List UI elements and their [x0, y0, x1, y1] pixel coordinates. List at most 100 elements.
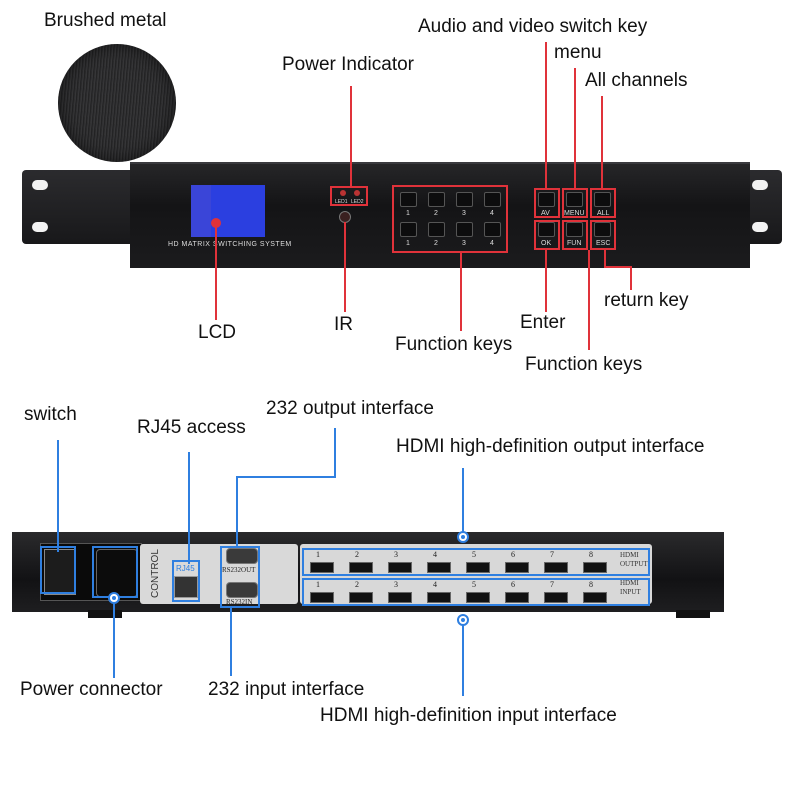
- input-232-label: 232 input interface: [208, 679, 365, 700]
- function-key-7[interactable]: [456, 222, 473, 237]
- fun-callout-line: [588, 250, 590, 350]
- hdmi-output-port-label: 6: [511, 550, 515, 559]
- hdmi-input-port[interactable]: [310, 592, 334, 603]
- hdmi-input-port-label: 6: [511, 580, 515, 589]
- key-label-7: 3: [462, 240, 466, 247]
- power-indicator-label: Power Indicator: [282, 54, 415, 75]
- key-label-6: 2: [434, 240, 438, 247]
- hdmi-input-label: HDMI high-definition input interface: [320, 705, 617, 726]
- hdmi-input-port[interactable]: [505, 592, 529, 603]
- hdmi-output-port[interactable]: [388, 562, 412, 573]
- hdmi-input-port[interactable]: [466, 592, 490, 603]
- function-key-5[interactable]: [400, 222, 417, 237]
- av-key-label: AV: [541, 210, 550, 217]
- hdmi-input-port-label: 4: [433, 580, 437, 589]
- ir-label: IR: [334, 314, 353, 335]
- key-label-4: 4: [490, 210, 494, 217]
- hdmi-input-port[interactable]: [388, 592, 412, 603]
- menu-key-box: [562, 188, 588, 218]
- input-232-callout-line: [230, 606, 232, 676]
- output-232-callout-line-v: [236, 476, 238, 548]
- esc-key[interactable]: [594, 222, 611, 237]
- rs232-in-port[interactable]: [226, 582, 258, 598]
- esc-key-box: [590, 220, 616, 250]
- enter-callout-line: [545, 250, 547, 312]
- hdmi-input-port-label: 5: [472, 580, 476, 589]
- foot-right: [676, 610, 710, 618]
- rj45-access-label: RJ45 access: [137, 417, 246, 438]
- hdmi-output-port-label: 2: [355, 550, 359, 559]
- all-channels-callout-line: [601, 96, 603, 188]
- menu-key[interactable]: [566, 192, 583, 207]
- hdmi-output-highlight: [302, 548, 650, 576]
- function-keys-box: [392, 185, 508, 253]
- esc-callout-line-h: [604, 266, 632, 268]
- function-key-6[interactable]: [428, 222, 445, 237]
- rack-ear-left: [22, 170, 144, 244]
- hdmi-input-port[interactable]: [349, 592, 373, 603]
- av-key-callout-line: [545, 42, 547, 188]
- rs232-highlight: [220, 546, 260, 608]
- hdmi-input-callout-line: [462, 622, 464, 696]
- esc-callout-line-v2: [630, 266, 632, 290]
- return-key-label: return key: [604, 290, 689, 311]
- function-keys-callout-line: [460, 253, 462, 331]
- hdmi-input-port[interactable]: [583, 592, 607, 603]
- led1-indicator: [340, 190, 346, 196]
- led1-label: LED1: [335, 199, 348, 205]
- hdmi-output-port-label: 7: [550, 550, 554, 559]
- led2-indicator: [354, 190, 360, 196]
- enter-label: Enter: [520, 312, 566, 333]
- switch-highlight: [40, 546, 76, 594]
- output-232-label: 232 output interface: [266, 398, 434, 419]
- hdmi-output-port-label: 4: [433, 550, 437, 559]
- all-channels-label: All channels: [585, 70, 688, 91]
- output-232-callout-line-h: [236, 476, 336, 478]
- lcd-callout-dot: [211, 218, 221, 228]
- power-indicator-callout-line: [350, 86, 352, 186]
- hdmi-input-port[interactable]: [427, 592, 451, 603]
- lcd-screen: [191, 185, 265, 237]
- function-keys-right-label: Function keys: [525, 354, 643, 375]
- ok-key-box: [534, 220, 560, 250]
- hdmi-input-highlight: [302, 578, 650, 606]
- function-key-2[interactable]: [428, 192, 445, 207]
- hdmi-output-port[interactable]: [466, 562, 490, 573]
- ok-key[interactable]: [538, 222, 555, 237]
- hdmi-output-port[interactable]: [427, 562, 451, 573]
- hdmi-output-port-label: 1: [316, 550, 320, 559]
- hdmi-input-port-label: 3: [394, 580, 398, 589]
- hdmi-output-callout-dot: [457, 531, 469, 543]
- fun-key[interactable]: [566, 222, 583, 237]
- brushed-metal-label: Brushed metal: [44, 10, 167, 31]
- hdmi-output-port[interactable]: [505, 562, 529, 573]
- esc-callout-line-v: [604, 250, 606, 266]
- hdmi-input-port[interactable]: [544, 592, 568, 603]
- function-key-1[interactable]: [400, 192, 417, 207]
- lcd-label: LCD: [198, 322, 237, 343]
- rs232-out-port[interactable]: [226, 548, 258, 564]
- all-key-box: [590, 188, 616, 218]
- function-key-4[interactable]: [484, 192, 501, 207]
- switch-label: switch: [24, 404, 77, 425]
- rs232-out-tag: RS232OUT: [222, 566, 256, 574]
- hdmi-input-port-label: 8: [589, 580, 593, 589]
- menu-label: menu: [554, 42, 602, 63]
- hdmi-output-port[interactable]: [349, 562, 373, 573]
- hdmi-output-label: HDMI high-definition output interface: [396, 436, 705, 457]
- hdmi-input-port-label: 2: [355, 580, 359, 589]
- switch-callout-line: [57, 440, 59, 552]
- hdmi-output-port[interactable]: [544, 562, 568, 573]
- ok-key-label: OK: [541, 240, 552, 247]
- hdmi-output-port[interactable]: [310, 562, 334, 573]
- hdmi-output-port[interactable]: [583, 562, 607, 573]
- power-connector-highlight: [92, 546, 138, 598]
- all-key[interactable]: [594, 192, 611, 207]
- device-title: HD MATRIX SWITCHING SYSTEM: [168, 241, 292, 248]
- function-key-3[interactable]: [456, 192, 473, 207]
- av-key[interactable]: [538, 192, 555, 207]
- function-key-8[interactable]: [484, 222, 501, 237]
- rj45-port[interactable]: [174, 576, 198, 598]
- hdmi-input-port-label: 1: [316, 580, 320, 589]
- foot-left: [88, 610, 122, 618]
